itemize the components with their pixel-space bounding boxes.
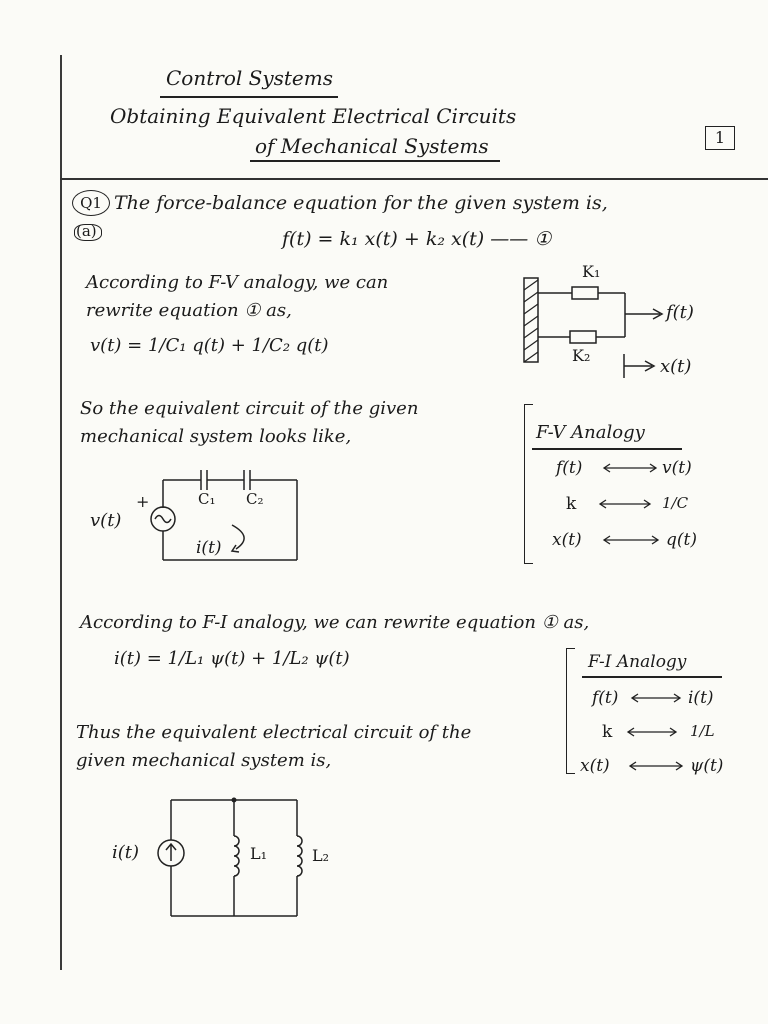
fi-text-line1: According to F-I analogy, we can rewrite…	[80, 612, 590, 633]
fi-row1-right: i(t)	[688, 688, 714, 708]
fv-row1-left: f(t)	[556, 458, 583, 478]
part-label-ring	[74, 224, 102, 241]
fv-result-line1: So the equivalent circuit of the given	[80, 398, 419, 419]
fv-source-label: v(t)	[90, 510, 122, 531]
force-balance-equation: f(t) = k₁ x(t) + k₂ x(t) —— ①	[282, 228, 552, 250]
fi-row2-left: k	[602, 722, 613, 742]
inductor-l2-label: L₂	[312, 846, 330, 865]
capacitor-c2-label: C₂	[246, 490, 264, 508]
title-underline	[160, 96, 338, 98]
fi-row2-right: 1/L	[690, 722, 715, 740]
notebook-margin-line	[60, 55, 62, 970]
page-subtitle-line2: of Mechanical Systems	[255, 134, 489, 158]
fi-row3-left: x(t)	[580, 756, 610, 776]
fi-analogy-title: F-I Analogy	[588, 652, 687, 672]
spring-k1-label: K₁	[582, 262, 601, 281]
fi-result-line1: Thus the equivalent electrical circuit o…	[76, 722, 472, 743]
fi-result-line2: given mechanical system is,	[76, 750, 332, 771]
spring-k2-label: K₂	[572, 346, 591, 365]
fv-analogy-bracket	[524, 404, 533, 564]
part-label: (a)	[76, 222, 97, 240]
fv-row2-left: k	[566, 494, 577, 514]
capacitor-c1-label: C₁	[198, 490, 216, 508]
fv-source-plus: +	[136, 492, 150, 511]
question-badge: Q1	[72, 190, 110, 216]
fv-row3-right: q(t)	[666, 530, 697, 550]
fi-source-label: i(t)	[112, 842, 140, 863]
force-label: f(t)	[666, 302, 694, 323]
fv-result-line2: mechanical system looks like,	[80, 426, 352, 447]
fv-current-label: i(t)	[196, 538, 222, 558]
fi-row3-right: ψ(t)	[690, 756, 724, 776]
fi-analogy-underline	[582, 676, 722, 678]
page-title: Control Systems	[166, 66, 333, 90]
fi-equation: i(t) = 1/L₁ ψ(t) + 1/L₂ ψ(t)	[114, 648, 350, 669]
fv-text-line2: rewrite equation ① as,	[86, 300, 292, 321]
fv-row3-left: x(t)	[552, 530, 582, 550]
fv-analogy-title: F-V Analogy	[536, 422, 645, 443]
fi-analogy-bracket	[566, 648, 575, 774]
fi-row1-left: f(t)	[592, 688, 619, 708]
q1-intro-text: The force-balance equation for the given…	[114, 192, 608, 214]
displacement-label: x(t)	[660, 356, 692, 377]
fv-row2-right: 1/C	[662, 494, 689, 512]
page-number-box: 1	[705, 126, 735, 150]
fv-analogy-underline	[532, 448, 682, 450]
fv-row1-right: v(t)	[662, 458, 692, 478]
fv-equation: v(t) = 1/C₁ q(t) + 1/C₂ q(t)	[90, 335, 329, 356]
subtitle-underline	[250, 160, 500, 162]
inductor-l1-label: L₁	[250, 844, 268, 863]
header-divider	[60, 178, 768, 180]
page-subtitle-line1: Obtaining Equivalent Electrical Circuits	[110, 104, 517, 128]
fv-text-line1: According to F-V analogy, we can	[86, 272, 389, 293]
